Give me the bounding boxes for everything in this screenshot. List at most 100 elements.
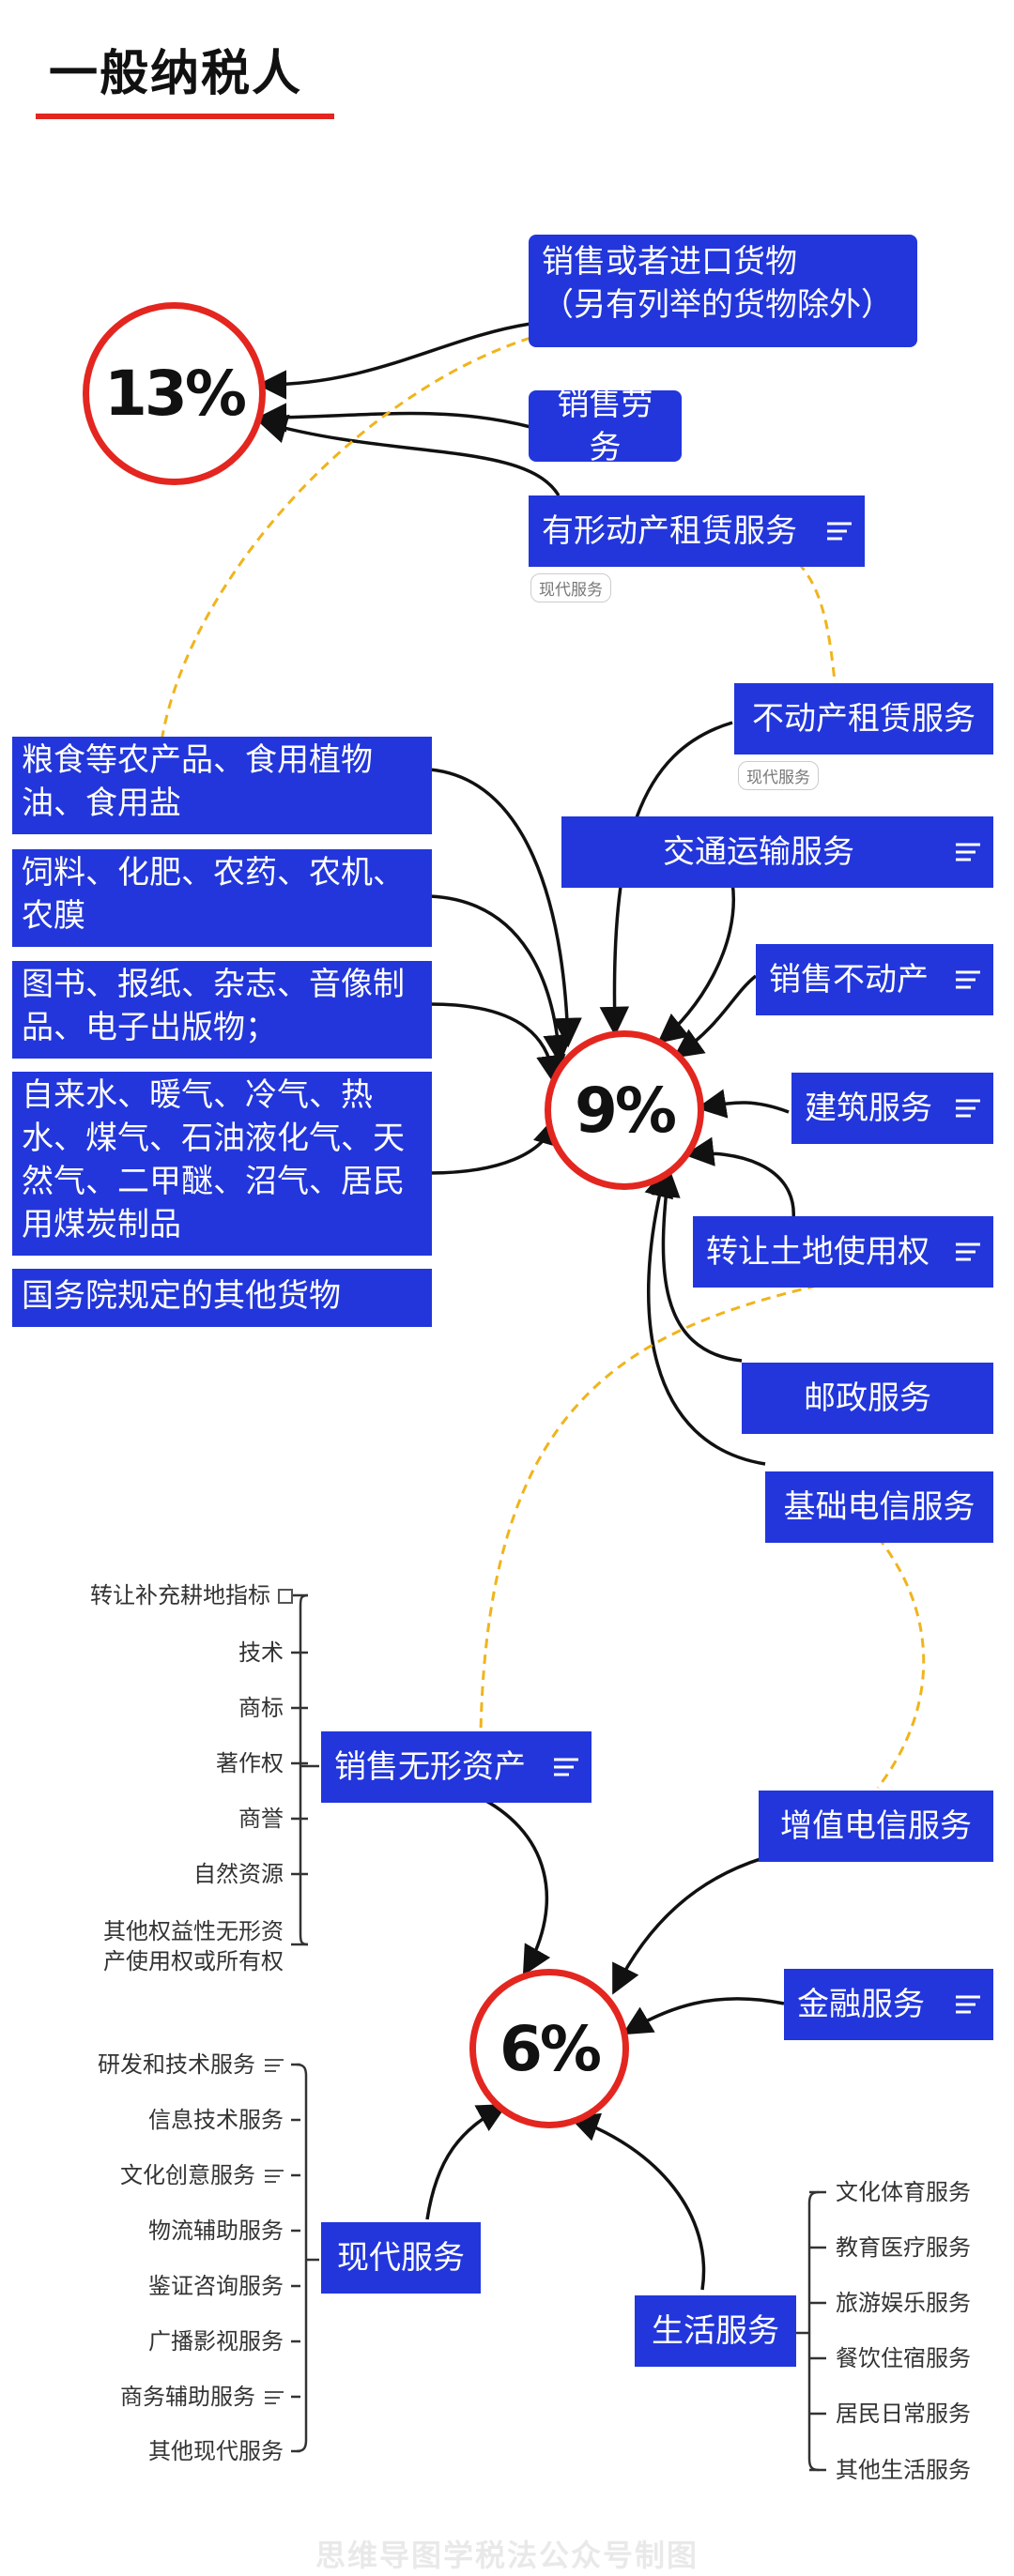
node-grain[interactable]: 粮食等农产品、食用植物油、食用盐 bbox=[12, 737, 432, 834]
intangible-item[interactable]: 商誉 bbox=[238, 1806, 284, 1832]
node-real-estate-rental[interactable]: 不动产租赁服务 bbox=[734, 683, 993, 755]
node-life-label: 生活服务 bbox=[652, 2312, 779, 2350]
link-rental-13 bbox=[256, 414, 561, 496]
node-real-estate-rental-label: 不动产租赁服务 bbox=[752, 700, 976, 738]
dashed-rental-realestate bbox=[796, 561, 837, 691]
node-goods-line1: 销售或者进口货物 bbox=[542, 243, 797, 281]
tag-modern-service: 现代服务 bbox=[530, 573, 611, 602]
page-title: 一般纳税人 bbox=[49, 46, 303, 102]
rate-9-label: 9% bbox=[574, 1074, 677, 1147]
modern-item[interactable]: 研发和技术服务 bbox=[98, 2050, 284, 2079]
node-value-added-telecom[interactable]: 增值电信服务 bbox=[759, 1791, 993, 1862]
menu-icon[interactable] bbox=[265, 2166, 284, 2187]
node-tangible-rental-label: 有形动产租赁服务 bbox=[542, 512, 797, 550]
node-transport-label: 交通运输服务 bbox=[663, 833, 854, 871]
link-postal-9 bbox=[651, 1166, 743, 1363]
intangible-item[interactable]: 自然资源 bbox=[193, 1861, 284, 1887]
external-link-icon[interactable] bbox=[278, 1589, 293, 1604]
modern-item[interactable]: 商务辅助服务 bbox=[120, 2383, 284, 2411]
life-item[interactable]: 居民日常服务 bbox=[836, 2401, 971, 2427]
rate-13-label: 13% bbox=[104, 358, 247, 430]
node-tangible-rental[interactable]: 有形动产租赁服务 bbox=[529, 495, 865, 567]
watermark-footer: 思维导图学税法公众号制图 bbox=[315, 2538, 699, 2573]
link-construction-9 bbox=[696, 1089, 790, 1119]
life-item[interactable]: 教育医疗服务 bbox=[836, 2234, 971, 2261]
link-life-6 bbox=[569, 2112, 706, 2291]
node-sell-real-estate[interactable]: 销售不动产 bbox=[756, 944, 993, 1015]
link-financial-6 bbox=[622, 1997, 785, 2035]
node-financial[interactable]: 金融服务 bbox=[784, 1969, 993, 2040]
node-intangible-label: 销售无形资产 bbox=[334, 1748, 526, 1786]
node-grain-label: 粮食等农产品、食用植物油、食用盐 bbox=[22, 741, 373, 822]
modern-item[interactable]: 物流辅助服务 bbox=[148, 2218, 284, 2244]
link-water-9 bbox=[429, 1115, 562, 1175]
menu-icon[interactable] bbox=[265, 2055, 284, 2076]
node-goods-sales[interactable]: 销售或者进口货物 （另有列举的货物除外） bbox=[529, 235, 917, 347]
node-postal-label: 邮政服务 bbox=[804, 1379, 931, 1417]
node-vat-telecom-label: 增值电信服务 bbox=[780, 1807, 972, 1845]
node-postal[interactable]: 邮政服务 bbox=[742, 1363, 993, 1434]
link-feed-9 bbox=[429, 894, 573, 1065]
node-water-gas[interactable]: 自来水、暖气、冷气、热水、煤气、石油液化气、天然气、二甲醚、沼气、居民用煤炭制品 bbox=[12, 1072, 432, 1256]
dashed-goods-to-left bbox=[160, 336, 531, 742]
menu-icon[interactable] bbox=[554, 1754, 578, 1781]
title-underline bbox=[36, 114, 334, 119]
modern-item[interactable]: 其他现代服务 bbox=[148, 2438, 284, 2464]
node-life-services[interactable]: 生活服务 bbox=[635, 2295, 796, 2367]
node-land-use-transfer[interactable]: 转让土地使用权 bbox=[693, 1216, 993, 1288]
menu-icon[interactable] bbox=[956, 967, 980, 994]
node-books[interactable]: 图书、报纸、杂志、音像制品、电子出版物； bbox=[12, 961, 432, 1059]
node-land-use-label: 转让土地使用权 bbox=[706, 1233, 930, 1271]
node-other-goods[interactable]: 国务院规定的其他货物 bbox=[12, 1269, 432, 1327]
intangible-item[interactable]: 技术 bbox=[238, 1639, 284, 1666]
intangible-item[interactable]: 其他权益性无形资 bbox=[103, 1918, 284, 1944]
menu-icon[interactable] bbox=[956, 1095, 980, 1122]
link-sell-9 bbox=[672, 974, 758, 1059]
life-item[interactable]: 其他生活服务 bbox=[836, 2457, 971, 2483]
intangible-item[interactable]: 商标 bbox=[238, 1695, 284, 1721]
menu-icon[interactable] bbox=[827, 518, 852, 545]
rate-6-node[interactable]: 6% bbox=[469, 1969, 629, 2128]
modern-item[interactable]: 信息技术服务 bbox=[148, 2107, 284, 2133]
link-grain-9 bbox=[429, 768, 582, 1048]
dashed-telecom-vatt bbox=[876, 1536, 926, 1789]
menu-icon[interactable] bbox=[956, 839, 980, 866]
link-transport-9 bbox=[657, 881, 735, 1044]
modern-item[interactable]: 鉴证咨询服务 bbox=[148, 2273, 284, 2299]
link-land-9 bbox=[684, 1136, 795, 1221]
menu-icon[interactable] bbox=[956, 1239, 980, 1266]
life-item[interactable]: 餐饮住宿服务 bbox=[836, 2345, 971, 2371]
node-intangible-sales[interactable]: 销售无形资产 bbox=[321, 1731, 592, 1803]
link-goods-13 bbox=[256, 322, 531, 400]
menu-icon[interactable] bbox=[956, 1991, 980, 2019]
node-labor[interactable]: 销售劳务 bbox=[529, 386, 682, 466]
link-labor-13 bbox=[256, 403, 531, 433]
node-feed-label: 饲料、化肥、农药、农机、农膜 bbox=[22, 854, 405, 935]
intangible-item[interactable]: 转让补充耕地指标 bbox=[90, 1581, 293, 1609]
rate-13-node[interactable]: 13% bbox=[83, 302, 266, 485]
node-water-gas-label: 自来水、暖气、冷气、热水、煤气、石油液化气、天然气、二甲醚、沼气、居民用煤炭制品 bbox=[22, 1076, 405, 1243]
node-transport[interactable]: 交通运输服务 bbox=[561, 816, 993, 888]
modern-item[interactable]: 广播影视服务 bbox=[148, 2328, 284, 2355]
node-other-goods-label: 国务院规定的其他货物 bbox=[22, 1277, 341, 1315]
node-modern-services[interactable]: 现代服务 bbox=[321, 2222, 481, 2294]
life-item[interactable]: 文化体育服务 bbox=[836, 2179, 971, 2205]
rate-9-node[interactable]: 9% bbox=[545, 1030, 704, 1190]
node-financial-label: 金融服务 bbox=[797, 1986, 925, 2023]
node-basic-telecom[interactable]: 基础电信服务 bbox=[765, 1471, 993, 1543]
node-construction[interactable]: 建筑服务 bbox=[791, 1073, 993, 1144]
node-feed[interactable]: 饲料、化肥、农药、农机、农膜 bbox=[12, 849, 432, 947]
rate-6-label: 6% bbox=[499, 2012, 602, 2085]
link-telecom-9 bbox=[644, 1166, 766, 1466]
node-sell-real-estate-label: 销售不动产 bbox=[769, 961, 929, 998]
modern-item[interactable]: 文化创意服务 bbox=[120, 2161, 284, 2189]
life-item[interactable]: 旅游娱乐服务 bbox=[836, 2290, 971, 2316]
node-books-label: 图书、报纸、杂志、音像制品、电子出版物； bbox=[22, 966, 405, 1046]
tag-modern-service-2: 现代服务 bbox=[738, 761, 819, 790]
menu-icon[interactable] bbox=[265, 2387, 284, 2408]
intangible-item[interactable]: 产使用权或所有权 bbox=[103, 1948, 284, 1974]
node-labor-label: 销售劳务 bbox=[557, 386, 653, 466]
link-intangible-6 bbox=[469, 1791, 551, 1976]
intangible-item[interactable]: 著作权 bbox=[216, 1750, 284, 1776]
